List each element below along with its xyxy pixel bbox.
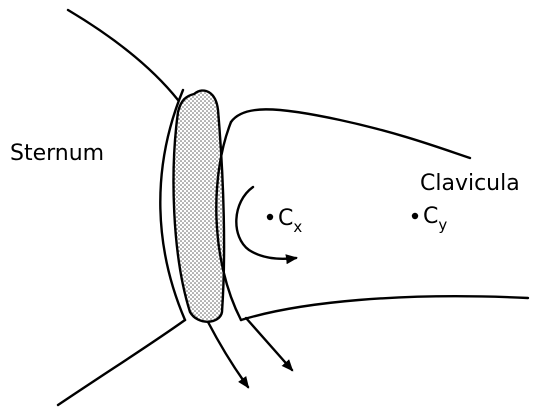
clavicula-top-outline: [231, 109, 470, 158]
point-cy-base: C: [423, 204, 438, 229]
disc-translation-arrow: [208, 322, 248, 387]
point-cy-subscript: y: [438, 216, 447, 234]
point-cx-subscript: x: [293, 218, 302, 236]
sternum-top-outline: [68, 10, 178, 100]
clavicula-translation-arrow: [246, 318, 292, 370]
point-cy-label: Cy: [423, 204, 447, 234]
sternum-bottom-outline: [58, 320, 185, 405]
point-cy-dot: [412, 213, 418, 219]
clavicula-label: Clavicula: [420, 171, 520, 196]
point-cx-dot: [267, 214, 273, 220]
clavicula-bottom-outline: [241, 296, 528, 320]
point-cx-base: C: [278, 206, 293, 231]
point-cx-label: Cx: [278, 206, 302, 236]
sternum-label: Sternum: [10, 141, 104, 166]
